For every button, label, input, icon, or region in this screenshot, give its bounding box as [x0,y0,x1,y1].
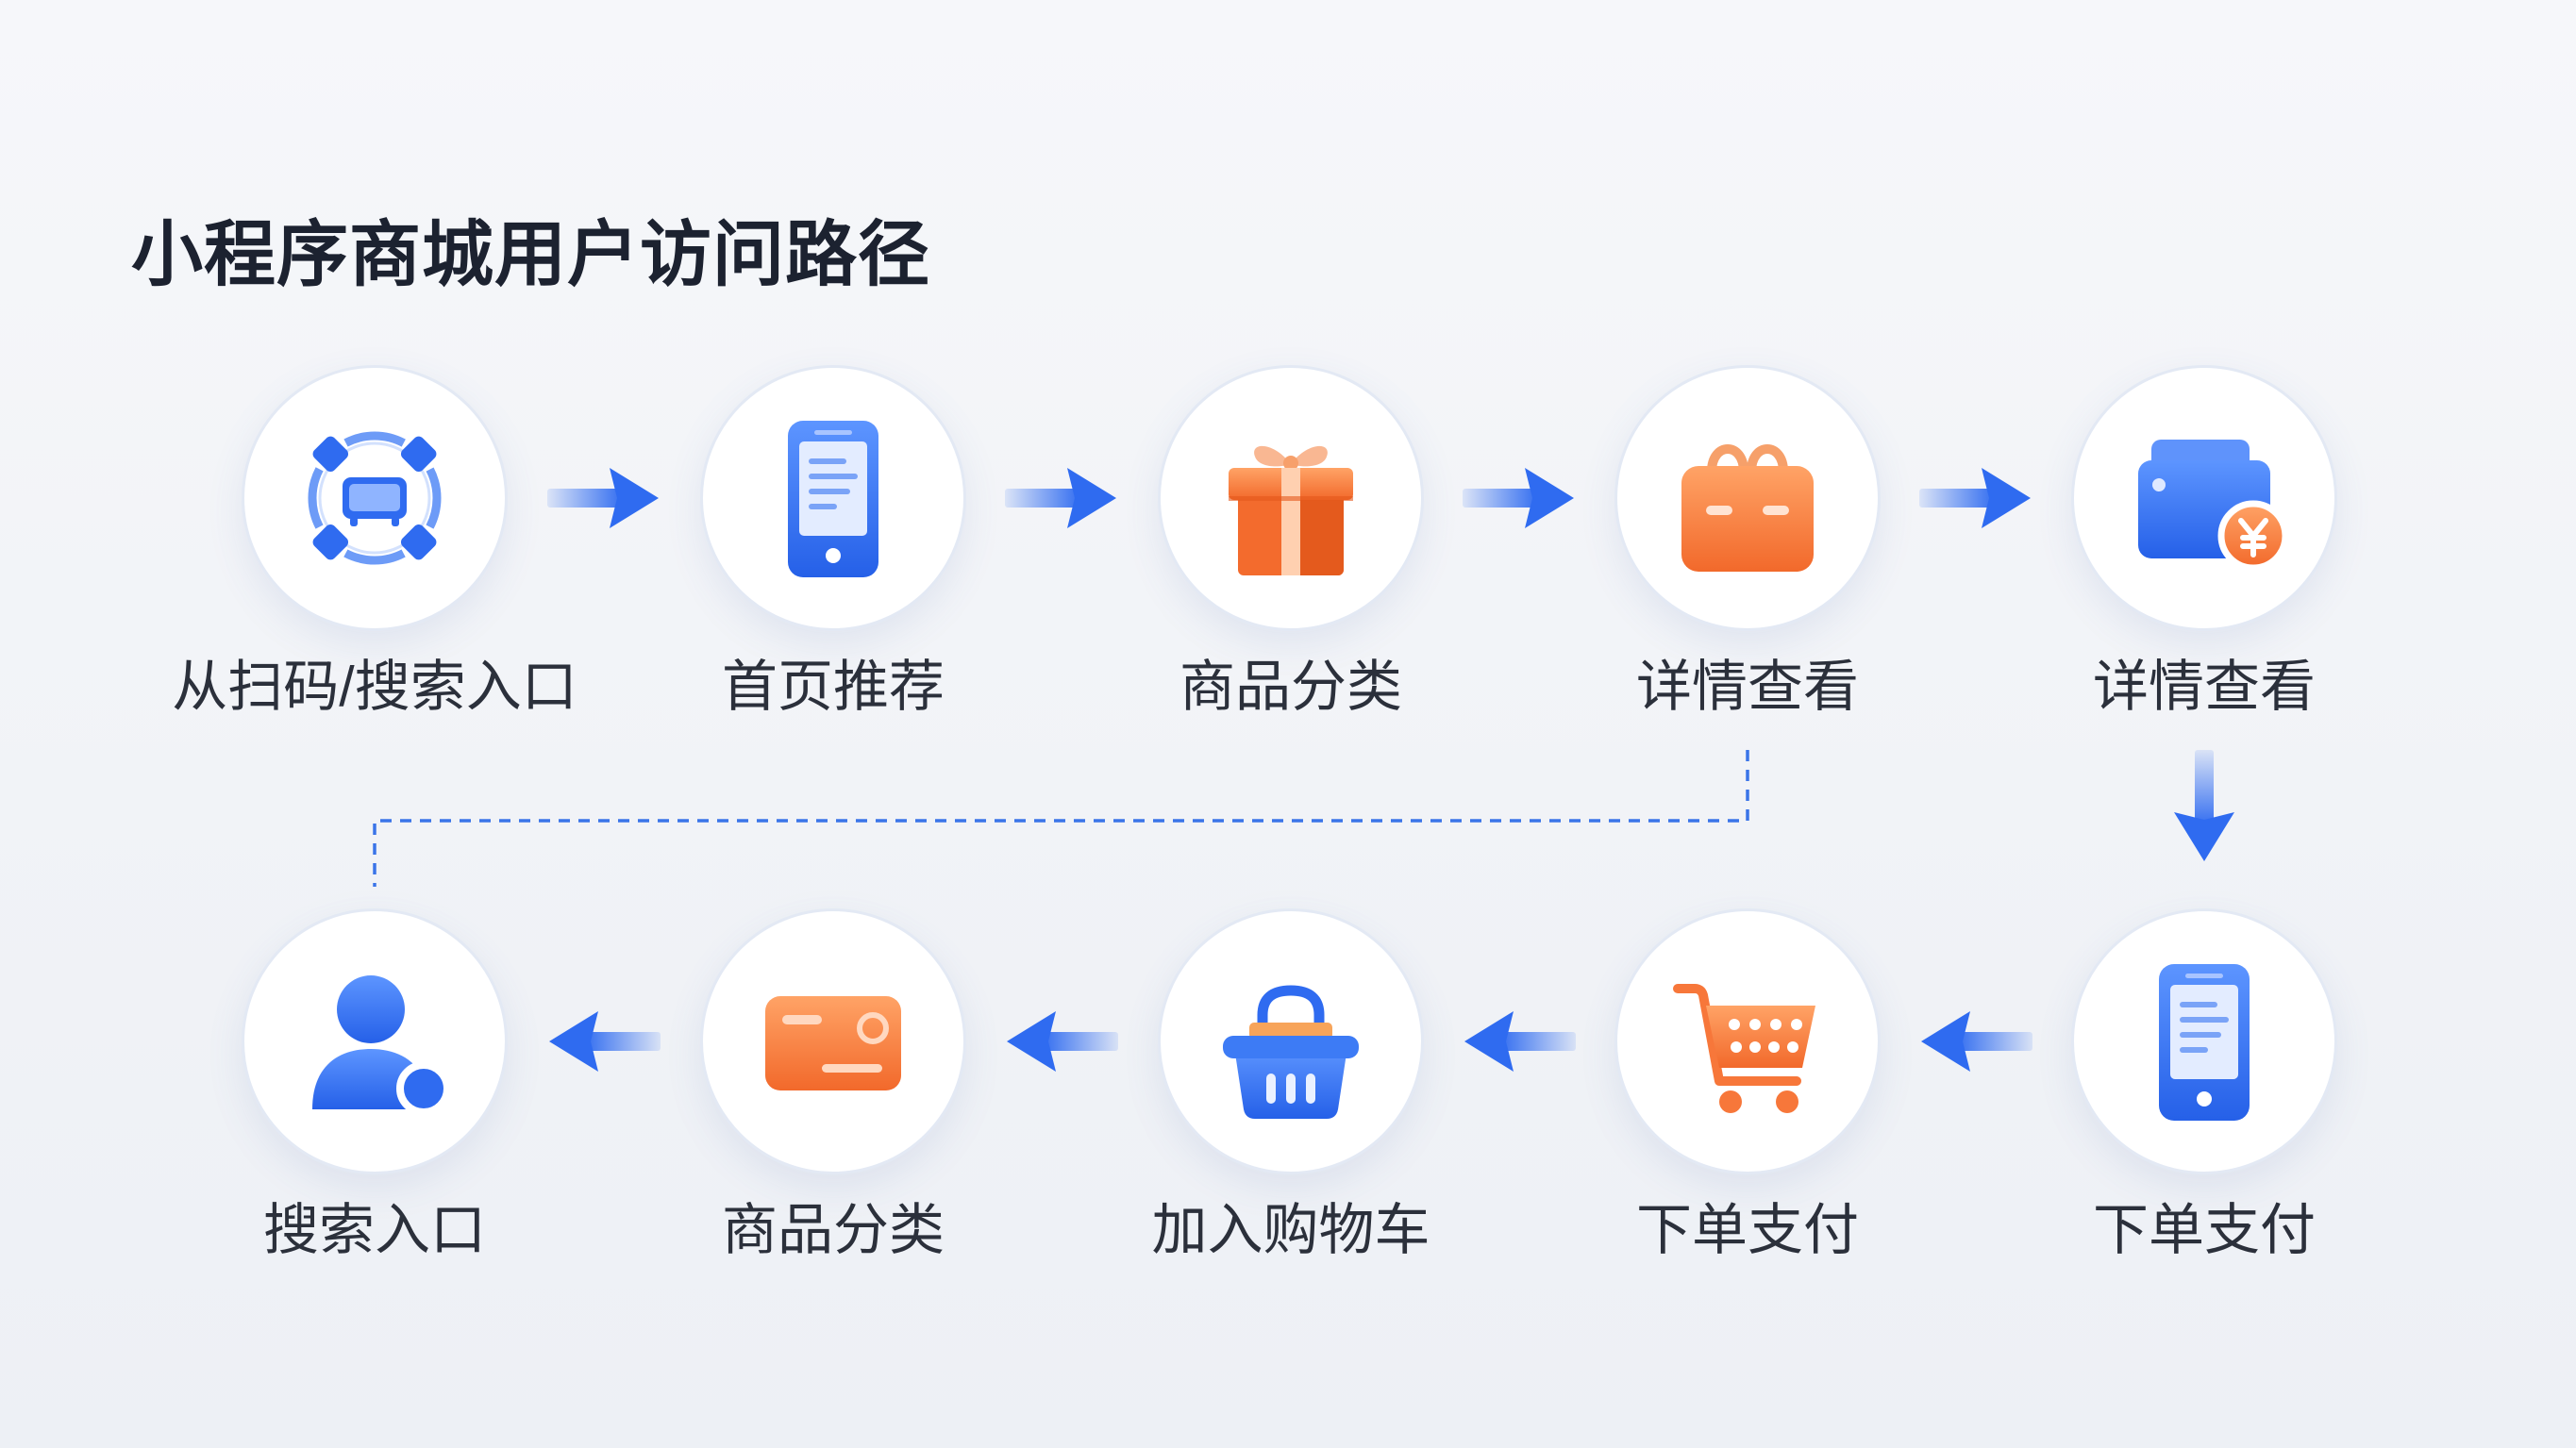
step-label: 下单支付 [2092,1199,2316,1261]
flow-arrow-left [1463,1007,1576,1075]
step-node-detail-view [1614,365,1881,631]
step-label: 商品分类 [1179,656,1402,718]
shopping-cart-icon [1673,984,1815,1113]
step-label: 详情查看 [1635,656,1859,718]
arrow-right-icon [547,468,659,528]
arrow-left-icon [1007,1011,1118,1072]
step-label: 详情查看 [2092,656,2316,718]
flow-arrow-left [1919,1007,2032,1075]
step-node-checkout-phone [2071,908,2337,1174]
step-node-home-recommend [700,365,966,631]
step-label: 商品分类 [721,1199,945,1261]
wallet-yen-icon [2138,440,2289,572]
arrow-right-icon [1005,468,1116,528]
step-label: 加入购物车 [1151,1199,1430,1261]
step-node-scan-entry [242,365,508,631]
step-label: 下单支付 [1635,1199,1859,1261]
card-icon [765,996,901,1090]
step-node-category [700,908,966,1174]
basket-icon [1223,985,1359,1119]
step-node-checkout [1614,908,1881,1174]
flow-arrow-right [1005,464,1118,532]
step-node-search-entry [242,908,508,1174]
arrow-down-icon [2174,750,2234,861]
user-icon [312,975,451,1116]
arrow-left-icon [1464,1011,1576,1072]
step-label: 从扫码/搜索入口 [172,656,577,718]
flow-arrow-left [1005,1007,1118,1075]
phone-icon [788,421,878,577]
flow-arrow-right [1463,464,1576,532]
scan-icon [308,431,442,565]
flow-arrow-right [547,464,661,532]
flow-arrow-right [1919,464,2032,532]
handbag-icon [1681,444,1814,572]
flow-arrow-down [2170,750,2238,863]
gift-box-icon [1229,445,1353,575]
step-node-category [1158,365,1424,631]
arrow-right-icon [1463,468,1574,528]
diagram-title: 小程序商城用户访问路径 [131,215,930,295]
step-node-detail-view-payment [2071,365,2337,631]
step-label: 搜索入口 [262,1199,486,1261]
arrow-right-icon [1919,468,2031,528]
phone-icon [2159,964,2250,1121]
step-node-add-to-cart [1158,908,1424,1174]
arrow-left-icon [549,1011,661,1072]
step-label: 首页推荐 [721,656,945,718]
flow-arrow-left [547,1007,661,1075]
arrow-left-icon [1921,1011,2032,1072]
